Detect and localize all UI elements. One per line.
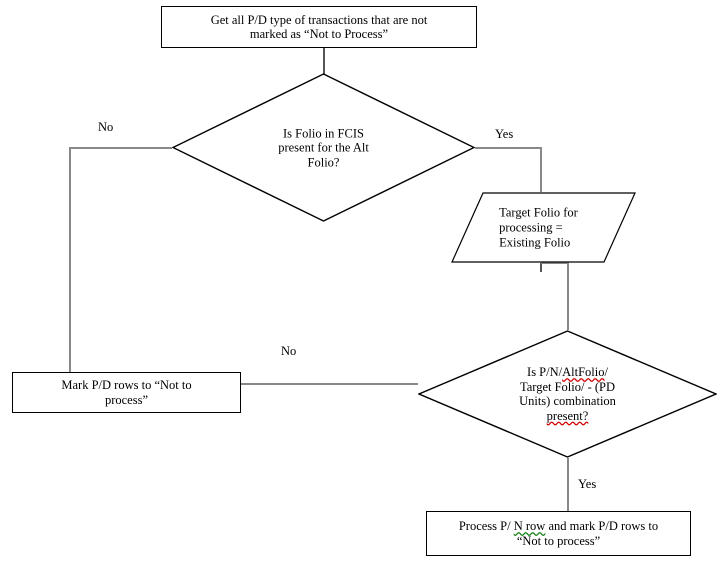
decision-folio-line2: present for the Alt	[278, 140, 369, 155]
decision-combination-line1b: AltFolio	[562, 365, 605, 379]
decision-folio-text: Is Folio in FCIS present for the Alt Fol…	[205, 126, 441, 170]
start-box: Get all P/D type of transactions that ar…	[161, 6, 477, 48]
process-row-line2: “Not to process”	[516, 533, 601, 548]
start-box-text: Get all P/D type of transactions that ar…	[205, 13, 434, 42]
decision-combination-line2: Target Folio/ - (PD	[519, 379, 616, 394]
mark-not-to-process-text: Mark P/D rows to “Not to process”	[55, 378, 197, 407]
target-folio-line3: Existing Folio	[499, 235, 571, 249]
mark-not-to-process-box: Mark P/D rows to “Not to process”	[12, 372, 241, 413]
process-row-line1c: and mark P/D rows to	[545, 519, 659, 533]
target-folio-line1: Target Folio for	[499, 205, 578, 219]
edge-label-combination-no: No	[281, 344, 297, 358]
decision-folio-in-fcis: Is Folio in FCIS present for the Alt Fol…	[172, 73, 475, 222]
decision-folio-shape	[172, 73, 475, 222]
decision-combination-line4: present?	[546, 408, 589, 423]
mark-not-to-process-line1: Mark P/D rows to “Not to	[61, 378, 192, 392]
decision-folio-line1: Is Folio in FCIS	[283, 125, 364, 140]
process-row-line1b: N row	[513, 519, 546, 533]
start-box-line1: Get all P/D type of transactions that ar…	[210, 12, 428, 27]
process-row-line1a: Process P/	[458, 519, 514, 533]
process-row-text: Process P/ N row and mark P/D rows to “N…	[453, 519, 664, 548]
decision-combination-text: Is P/N/AltFolio/ Target Folio/ - (PD Uni…	[451, 365, 684, 423]
edge-target-folio-drop	[541, 262, 569, 330]
decision-folio-line3: Folio?	[307, 154, 340, 169]
edge-label-combination-yes: Yes	[578, 477, 597, 491]
mark-not-to-process-line2: process”	[104, 392, 149, 407]
edge-label-folio-yes: Yes	[495, 127, 514, 141]
decision-combination-shape	[418, 330, 717, 458]
decision-combination-line1a: Is P/N/	[527, 365, 563, 379]
target-folio-line2: processing =	[499, 220, 563, 234]
edge-decision-folio-no	[69, 147, 172, 372]
decision-combination-present: Is P/N/AltFolio/ Target Folio/ - (PD Uni…	[418, 330, 717, 458]
target-folio-data-node: Target Folio for processing = Existing F…	[451, 192, 636, 263]
edge-label-folio-no: No	[98, 120, 114, 134]
decision-combination-line1c: /	[604, 365, 608, 379]
target-folio-text: Target Folio for processing = Existing F…	[499, 205, 578, 250]
start-box-line2: marked as “Not to Process”	[249, 27, 389, 41]
edge-decision-folio-yes	[475, 147, 542, 192]
process-row-box: Process P/ N row and mark P/D rows to “N…	[426, 511, 691, 556]
target-folio-shape	[451, 192, 636, 263]
decision-combination-line3: Units) combination	[519, 394, 616, 408]
